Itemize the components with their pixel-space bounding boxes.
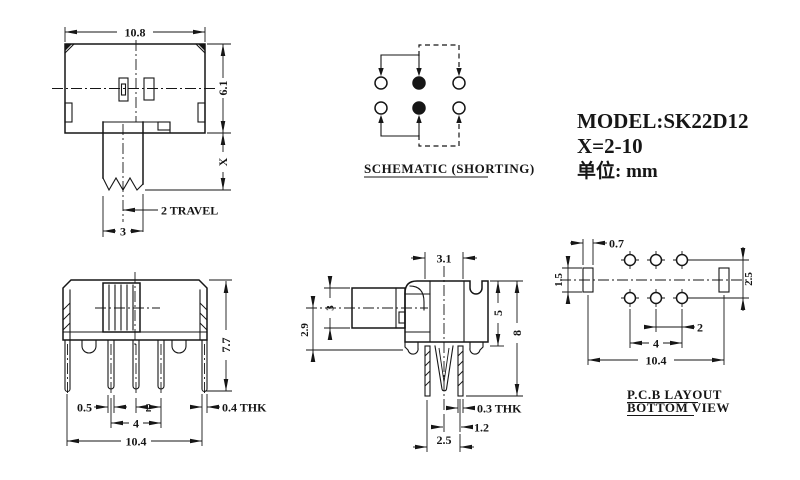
dim-total-height-side: 8 bbox=[510, 330, 524, 336]
actuator-detail bbox=[118, 77, 129, 102]
pcb-slot-right bbox=[718, 267, 730, 293]
right-side-slot bbox=[197, 102, 206, 123]
dim-pin-thickness: 0.3 THK bbox=[477, 402, 522, 416]
pcb-caption-line1: P.C.B LAYOUT bbox=[627, 387, 722, 402]
dim-shaft-width: 3 bbox=[120, 225, 126, 239]
terminal-top-left bbox=[374, 76, 388, 90]
unit-note: 单位: mm bbox=[577, 159, 658, 182]
title-block: MODEL:SK22D12 X=2-10 单位: mm bbox=[577, 109, 749, 182]
dim-hole-pitch: 2 bbox=[697, 321, 703, 335]
dim-tab-thickness: 0.4 THK bbox=[222, 401, 267, 415]
dim-pin-pitch: 2 bbox=[146, 401, 152, 415]
terminal-top-right bbox=[452, 76, 466, 90]
side-body-outline bbox=[404, 280, 489, 343]
pcb-layout-view: 0.7 1.5 2.5 2 4 10.4 P.C.B LAYOUT bbox=[553, 237, 755, 416]
dim-pin-span: 4 bbox=[133, 417, 139, 431]
pcb-caption-line2: BOTTOM VIEW bbox=[627, 400, 730, 415]
dim-lever-center: 2.9 bbox=[299, 323, 311, 337]
terminal-bottom-right bbox=[452, 101, 466, 115]
dim-body-height-side: 5 bbox=[491, 310, 505, 316]
base-notch-left bbox=[81, 339, 97, 354]
dim-shaft-height: X bbox=[216, 157, 230, 166]
dim-body-height: 6.1 bbox=[216, 81, 230, 96]
dim-lever-height: 3 bbox=[325, 305, 337, 311]
front-view: 10.8 6.1 X 2 TRAVEL 3 bbox=[52, 26, 231, 239]
dim-travel: 2 TRAVEL bbox=[161, 204, 218, 218]
dim-body-width: 10.8 bbox=[125, 26, 146, 40]
closed-contact-path-top bbox=[380, 54, 420, 69]
terminal-bottom-center-common bbox=[412, 101, 426, 115]
open-contact-path-top bbox=[418, 44, 460, 68]
dim-row-pitch: 2.5 bbox=[743, 272, 755, 286]
pcb-holes bbox=[621, 251, 691, 307]
terminal-bottom-left bbox=[374, 101, 388, 115]
dim-pin-span-side: 2.5 bbox=[437, 433, 452, 447]
elevation-view: 7.7 0.5 2 4 10.4 0.4 THK bbox=[62, 272, 267, 449]
base-notch-right bbox=[171, 339, 187, 354]
pcb-slot-left bbox=[582, 267, 594, 293]
closed-contact-path-bottom bbox=[380, 122, 420, 137]
side-view: 3.1 3 2.9 5 8 0.3 THK bbox=[299, 252, 524, 452]
knob bbox=[102, 282, 141, 333]
ear-right bbox=[469, 341, 484, 355]
dim-pin-offset: 1.2 bbox=[474, 421, 489, 435]
dim-total-width-pcb: 10.4 bbox=[646, 354, 667, 368]
x-range: X=2-10 bbox=[577, 134, 643, 158]
dim-body-width-bottom: 10.4 bbox=[126, 435, 147, 449]
dim-top-width: 3.1 bbox=[437, 252, 452, 266]
dim-hole-span: 4 bbox=[653, 337, 659, 351]
open-contact-path-bottom bbox=[418, 123, 460, 147]
model-number: MODEL:SK22D12 bbox=[577, 109, 749, 133]
left-side-slot bbox=[64, 102, 73, 123]
dim-slot-width: 0.7 bbox=[609, 237, 624, 251]
dim-total-height: 7.7 bbox=[219, 338, 233, 353]
ear-left bbox=[404, 341, 419, 355]
dim-slot-height: 1.5 bbox=[553, 273, 565, 287]
terminal-top-center-common bbox=[412, 76, 426, 90]
schematic-caption: SCHEMATIC (SHORTING) bbox=[364, 161, 535, 176]
dim-pin-width: 0.5 bbox=[77, 401, 92, 415]
schematic-view: SCHEMATIC (SHORTING) bbox=[364, 44, 535, 178]
